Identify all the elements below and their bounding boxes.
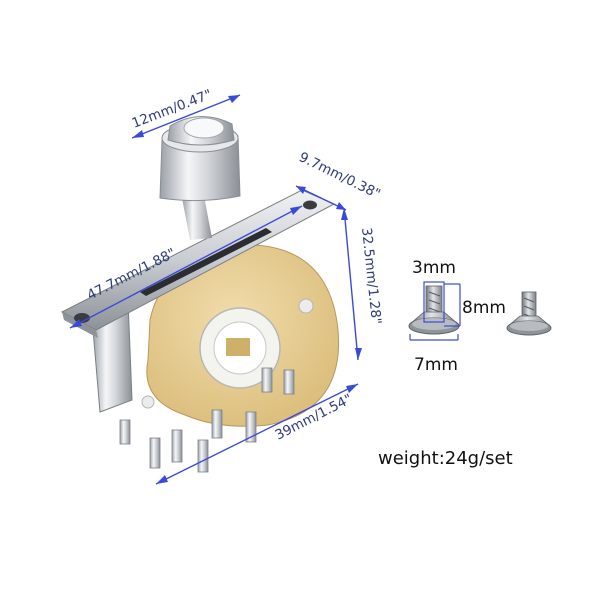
- lever-slot: [140, 228, 272, 296]
- label-body-height: 32.5mm/1.28": [358, 227, 384, 325]
- solder-lugs: [119, 367, 295, 473]
- label-screw-head: 3mm: [412, 258, 456, 278]
- label-screw-length: 8mm: [462, 298, 506, 318]
- weight-label: weight:24g/set: [378, 448, 513, 469]
- dimension-body-height: 32.5mm/1.28": [341, 207, 384, 361]
- screw-plain: [506, 291, 552, 336]
- lever-shaft: [182, 196, 212, 240]
- screw-annotated: [408, 281, 461, 341]
- label-screw-diameter: 7mm: [414, 355, 458, 375]
- mount-hole-right: [303, 200, 317, 210]
- rivet: [141, 395, 155, 409]
- switch-button: [159, 115, 241, 202]
- contact-hub: [199, 307, 281, 389]
- rivet: [298, 298, 314, 314]
